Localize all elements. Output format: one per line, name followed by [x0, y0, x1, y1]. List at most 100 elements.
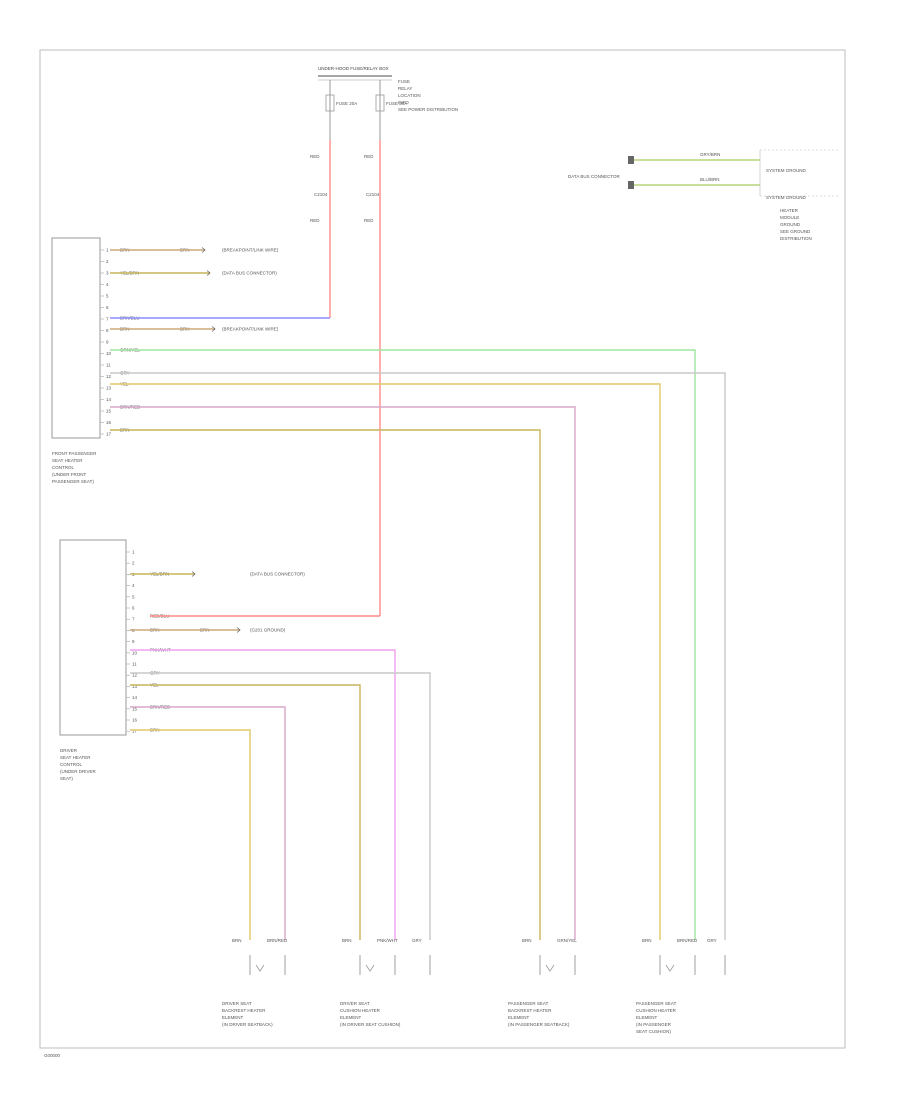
right-wire-1-label: GRY/BRN: [700, 152, 720, 157]
svg-text:MODULE: MODULE: [780, 215, 799, 220]
fuse-a-label: FUSE 20A: [336, 101, 357, 106]
connector-arrow: [191, 571, 196, 577]
right-label-data-bus: DATA BUS CONNECTOR: [568, 174, 621, 179]
pin-number: 6: [132, 606, 135, 611]
pin-number: 11: [132, 662, 137, 667]
pin-number: 12: [106, 374, 112, 379]
pin-number: 17: [132, 729, 138, 734]
svg-text:SEE POWER DISTRIBUTION: SEE POWER DISTRIBUTION: [398, 107, 458, 112]
pin-number: 9: [132, 639, 135, 644]
component-label-line: PASSENGER SEAT: [508, 1001, 549, 1006]
driver-module-box: [59, 539, 127, 736]
component-label-line: SEAT CUSHION): [636, 1029, 671, 1034]
component-label-line: CUSHION HEATER: [340, 1008, 381, 1013]
svg-text:RELAY: RELAY: [398, 86, 412, 91]
component-symbol-icon: [545, 964, 555, 972]
wire-dr-yellow: [130, 684, 361, 940]
component-wire-label: PNK/WHT: [377, 938, 398, 943]
component-symbol-icon: [665, 964, 675, 972]
component-wire-label: GRY: [707, 938, 717, 943]
right-note: HEATER MODULE GROUND SEE GROUND DISTRIBU…: [780, 208, 812, 241]
component-label-line: (IN DRIVER SEATBACK): [222, 1022, 273, 1027]
svg-text:SEAT HEATER: SEAT HEATER: [52, 458, 83, 463]
wire-fp-green: [110, 349, 696, 940]
wire-dr-gray: [130, 672, 431, 940]
component-wire-label: BRN: [342, 938, 352, 943]
dr-row-dest: (G201 GROUND): [250, 628, 286, 633]
fp-row-dest: (DATA BUS CONNECTOR): [222, 271, 277, 276]
connector-arrow: [236, 627, 241, 633]
wire-label-red-1: RED: [310, 154, 320, 159]
svg-text:LOCATION: LOCATION: [398, 93, 421, 98]
svg-text:(UNDER FRONT: (UNDER FRONT: [52, 472, 86, 477]
component-label-line: BACKREST HEATER: [222, 1008, 266, 1013]
pin-number: 10: [106, 351, 112, 356]
figure-id: G00000: [44, 1053, 61, 1058]
pin-number: 1: [106, 248, 109, 253]
fuse-box-title: UNDER-HOOD FUSE/RELAY BOX: [318, 66, 389, 71]
right-connector-block: DATA BUS CONNECTOR GRY/BRN BLU/BRN SYSTE…: [568, 149, 840, 241]
pin-number: 15: [106, 409, 112, 414]
component-label-line: ELEMENT: [222, 1015, 244, 1020]
connector-arrow: [211, 326, 216, 332]
pin-number: 5: [132, 594, 135, 599]
pin-number: 10: [132, 650, 138, 655]
fuse-a-symbol: [325, 94, 335, 112]
component-label-line: CUSHION HEATER: [636, 1008, 677, 1013]
component-label-line: ELEMENT: [508, 1015, 530, 1020]
wire-fp-olive: [110, 429, 541, 940]
pin-number: 15: [132, 706, 138, 711]
right-label-ground-1: SYSTEM GROUND: [766, 168, 807, 173]
diagram-frame: [39, 49, 846, 1049]
connector-c1: C2104: [314, 192, 328, 197]
component-wire-label: GRN/YEL: [557, 938, 577, 943]
pin-number: 4: [106, 282, 109, 287]
wire-dr-olive: [130, 729, 251, 940]
wire-label-red-4: RED: [364, 218, 374, 223]
wire-fp-yellow: [110, 383, 661, 940]
component-label-line: DRIVER SEAT: [340, 1001, 370, 1006]
component-wire-label: GRY: [412, 938, 422, 943]
pin-number: 9: [106, 340, 109, 345]
fuse-b-label: FUSE 20A: [386, 101, 407, 106]
component-symbol-icon: [255, 964, 265, 972]
component-label-line: BACKREST HEATER: [508, 1008, 552, 1013]
wires: [110, 140, 726, 940]
svg-text:SEAT HEATER: SEAT HEATER: [60, 755, 91, 760]
pin-number: 3: [106, 271, 109, 276]
pin-number: 17: [106, 432, 112, 437]
pin-number: 4: [132, 583, 135, 588]
connector-arrow: [201, 247, 206, 253]
svg-text:FUSE: FUSE: [398, 79, 410, 84]
pin-number: 13: [106, 386, 112, 391]
component-label-line: ELEMENT: [636, 1015, 658, 1020]
svg-text:DISTRIBUTION: DISTRIBUTION: [780, 236, 812, 241]
driver-module-name: DRIVER SEAT HEATER CONTROL (UNDER DRIVER…: [60, 748, 97, 781]
svg-text:SEE GROUND: SEE GROUND: [780, 229, 811, 234]
dr-row-dest: (DATA BUS CONNECTOR): [250, 572, 305, 577]
pin-number: 7: [132, 617, 135, 622]
svg-text:INFO: INFO: [398, 100, 409, 105]
pin-number: 2: [106, 259, 109, 264]
right-wire-2-label: BLU/BRN: [700, 177, 720, 182]
component-wire-label: BRN: [522, 938, 532, 943]
wire-fp-brnred: [110, 406, 576, 940]
pin-number: 11: [106, 363, 111, 368]
wire-fp-gray: [110, 372, 726, 940]
connector-c2: C2104: [366, 192, 380, 197]
fuse-b-symbol: [375, 94, 385, 112]
fp-row-dest: (BREAKPOINT/LINK WIRE): [222, 248, 279, 253]
fuse-box-side-notes: FUSE RELAY LOCATION INFO SEE POWER DISTR…: [398, 79, 458, 112]
wire-label-red-2: RED: [364, 154, 374, 159]
bottom-components: BRN BRN/RED DRIVER SEAT BACKREST HEATER ELEM…: [222, 938, 726, 1034]
svg-text:GROUND: GROUND: [780, 222, 801, 227]
component-wire-label: BRN/RED: [677, 938, 698, 943]
svg-text:FRONT PASSENGER: FRONT PASSENGER: [52, 451, 97, 456]
svg-text:SEAT): SEAT): [60, 776, 73, 781]
